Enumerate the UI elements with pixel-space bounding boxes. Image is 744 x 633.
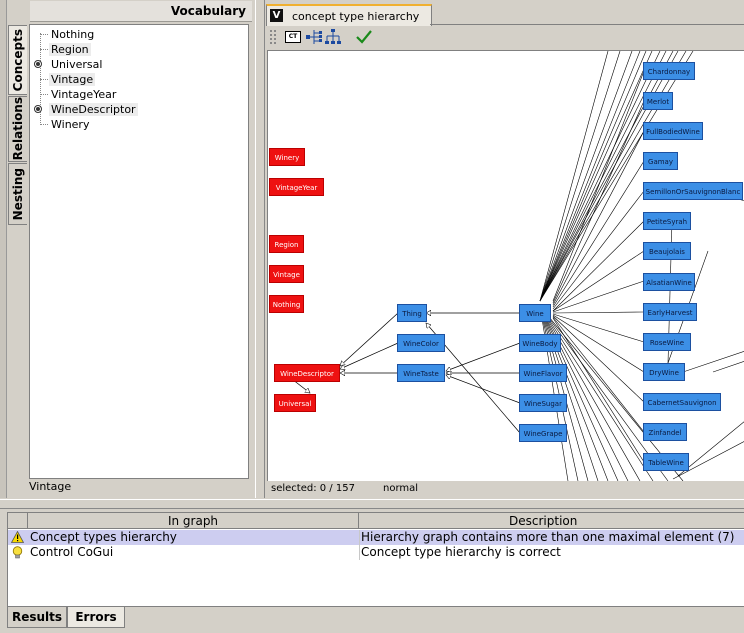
lightbulb-icon [12, 546, 23, 559]
tree-item-nothing[interactable]: Nothing [51, 28, 95, 41]
validate-check-icon[interactable] [356, 30, 372, 44]
node-petitesyrah[interactable]: PetiteSyrah [643, 212, 691, 230]
concept-tree[interactable]: Nothing Region Universal Vintage Vintage… [29, 24, 249, 479]
results-tabs: Results Errors [7, 606, 744, 631]
table-row[interactable]: Control CoGui Concept type hierarchy is … [8, 545, 744, 560]
ct-button[interactable]: CT [285, 31, 301, 43]
selection-count: selected: 0 / 157 [271, 483, 355, 494]
tab-strip-line [430, 24, 744, 25]
results-table: In graph Description Concept types hiera… [7, 512, 744, 607]
node-beaujolais[interactable]: Beaujolais [643, 242, 691, 260]
node-vintage[interactable]: Vintage [269, 265, 304, 283]
edit-mode: normal [383, 483, 419, 494]
tab-results[interactable]: Results [7, 607, 67, 628]
tree-branch [40, 34, 48, 35]
tree-item-winedescriptor[interactable]: WineDescriptor [49, 103, 138, 116]
vocabulary-panel: Vocabulary Concepts Relations Nesting No… [0, 0, 255, 498]
tree-branch [40, 94, 48, 95]
row-description-cell: Concept type hierarchy is correct [361, 545, 561, 559]
tab-nesting[interactable]: Nesting [8, 163, 27, 225]
icon-column-header [8, 513, 28, 529]
node-nothing[interactable]: Nothing [269, 295, 304, 313]
expand-winedescriptor-icon[interactable] [34, 105, 42, 113]
node-fullbodiedwine[interactable]: FullBodiedWine [643, 122, 703, 140]
node-winegrape[interactable]: WineGrape [519, 424, 567, 442]
node-thing[interactable]: Thing [397, 304, 427, 322]
node-wine[interactable]: Wine [519, 304, 551, 322]
node-winedescriptor[interactable]: WineDescriptor [274, 364, 340, 382]
toolbar-grip-icon [270, 30, 276, 44]
tree-layout-icon[interactable] [325, 29, 341, 45]
node-merlot[interactable]: Merlot [643, 92, 673, 110]
tab-errors[interactable]: Errors [67, 607, 125, 628]
table-row[interactable]: Concept types hierarchy Hierarchy graph … [8, 530, 744, 545]
column-divider [359, 530, 360, 560]
tree-item-vintage[interactable]: Vintage [49, 73, 96, 86]
column-header-in-graph[interactable]: In graph [28, 513, 359, 529]
hierarchy-layout-icon[interactable] [306, 29, 322, 45]
row-in-graph-cell: Concept types hierarchy [30, 530, 177, 544]
node-earlyharvest[interactable]: EarlyHarvest [643, 303, 697, 321]
tree-item-winery[interactable]: Winery [51, 118, 90, 131]
node-alsatianwine[interactable]: AlsatianWine [643, 273, 695, 291]
node-tablewine[interactable]: TableWine [643, 453, 689, 471]
node-chardonnay[interactable]: Chardonnay [643, 62, 695, 80]
node-region[interactable]: Region [269, 235, 304, 253]
tab-concepts-label: Concepts [11, 28, 25, 92]
tab-concept-type-hierarchy[interactable]: V concept type hierarchy [266, 4, 432, 26]
graph-edges [287, 51, 744, 481]
tree-branch [40, 124, 48, 125]
node-cabernet[interactable]: CabernetSauvignon [643, 393, 721, 411]
tree-item-region[interactable]: Region [49, 43, 91, 56]
graph-tab-label: concept type hierarchy [292, 10, 420, 23]
node-rosewine[interactable]: RoseWine [643, 333, 691, 351]
column-header-description[interactable]: Description [359, 513, 744, 529]
node-winebody[interactable]: WineBody [519, 334, 561, 352]
graph-logo-icon: V [270, 9, 283, 22]
node-wineflavor[interactable]: WineFlavor [519, 364, 567, 382]
tree-branch [40, 79, 48, 80]
expand-universal-icon[interactable] [34, 60, 42, 68]
node-winecolor[interactable]: WineColor [397, 334, 445, 352]
vertical-splitter[interactable] [255, 0, 265, 498]
node-winetaste[interactable]: WineTaste [397, 364, 445, 382]
vocabulary-title: Vocabulary [170, 4, 246, 18]
node-vintageyear[interactable]: VintageYear [269, 178, 324, 196]
tab-nesting-label: Nesting [11, 167, 25, 221]
tree-item-vintageyear[interactable]: VintageYear [51, 88, 117, 101]
selected-concept-label: Vintage [29, 480, 72, 493]
node-winery[interactable]: Winery [269, 148, 305, 166]
tree-branch [40, 49, 48, 50]
row-in-graph-cell: Control CoGui [30, 545, 114, 559]
graph-toolbar: CT [268, 27, 744, 48]
node-universal[interactable]: Universal [274, 394, 316, 412]
left-edge-strip [0, 0, 7, 498]
node-drywine[interactable]: DryWine [643, 363, 685, 381]
node-semillon[interactable]: SemillonOrSauvignonBlanc [643, 182, 743, 200]
graph-status-bar: selected: 0 / 157 normal [267, 482, 744, 498]
graph-canvas[interactable]: Winery VintageYear Region Vintage Nothin… [267, 50, 744, 481]
vocabulary-header: Vocabulary [30, 1, 252, 22]
node-zinfandel[interactable]: Zinfandel [643, 423, 687, 441]
warning-icon [11, 531, 24, 543]
tab-relations-label: Relations [11, 97, 25, 161]
tab-concepts[interactable]: Concepts [8, 25, 27, 95]
tree-item-universal[interactable]: Universal [51, 58, 103, 71]
horizontal-splitter[interactable] [0, 499, 744, 509]
row-description-cell: Hierarchy graph contains more than one m… [361, 530, 735, 544]
tab-relations[interactable]: Relations [8, 96, 27, 162]
node-gamay[interactable]: Gamay [643, 152, 678, 170]
node-winesugar[interactable]: WineSugar [519, 394, 567, 412]
